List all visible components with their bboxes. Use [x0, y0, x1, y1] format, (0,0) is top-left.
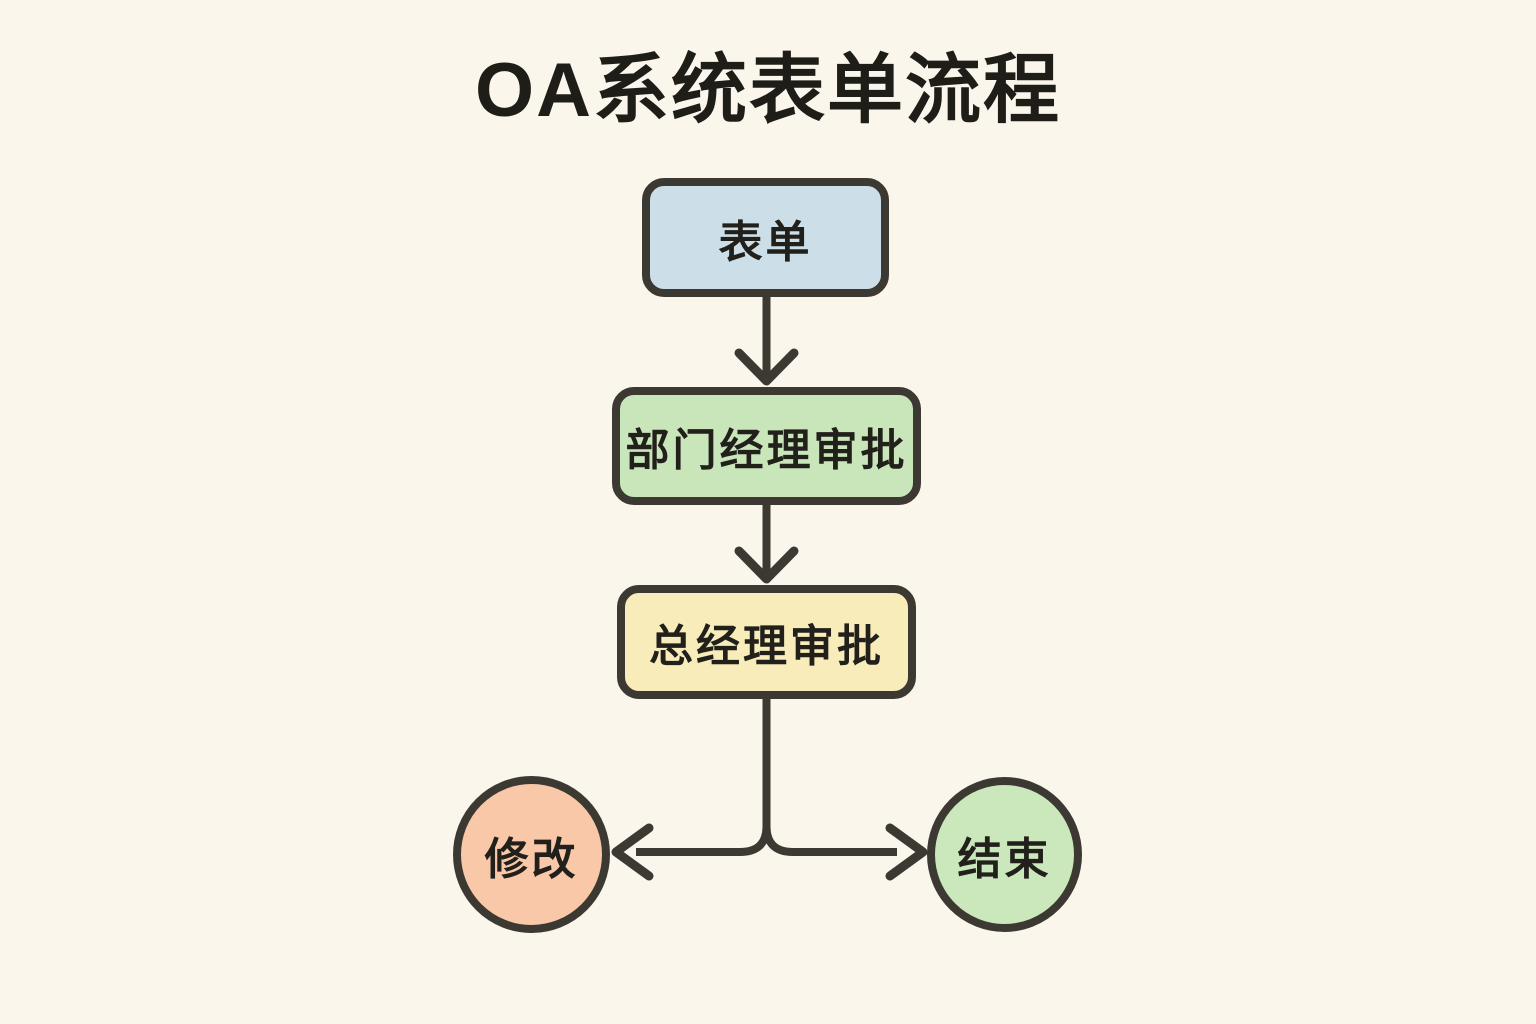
node-modify-label: 修改 — [484, 834, 579, 884]
arrow-right-icon — [885, 823, 928, 881]
node-modify: 修改 — [453, 776, 610, 933]
node-general-manager-approval-label: 总经理审批 — [649, 622, 884, 671]
node-dept-manager-approval-label: 部门经理审批 — [625, 426, 908, 475]
branch-left-shaft — [636, 696, 771, 856]
node-form: 表单 — [642, 178, 889, 297]
node-end-label: 结束 — [957, 834, 1052, 884]
arrow-down-icon — [734, 348, 799, 386]
branch-right-shaft — [762, 825, 897, 856]
node-form-label: 表单 — [718, 217, 813, 267]
node-general-manager-approval: 总经理审批 — [617, 585, 916, 699]
node-dept-manager-approval: 部门经理审批 — [612, 387, 921, 505]
arrow-left-icon — [611, 823, 654, 881]
arrow-down-icon — [734, 546, 799, 584]
node-end: 结束 — [927, 777, 1082, 932]
page-title: OA系统表单流程 — [475, 48, 1061, 133]
